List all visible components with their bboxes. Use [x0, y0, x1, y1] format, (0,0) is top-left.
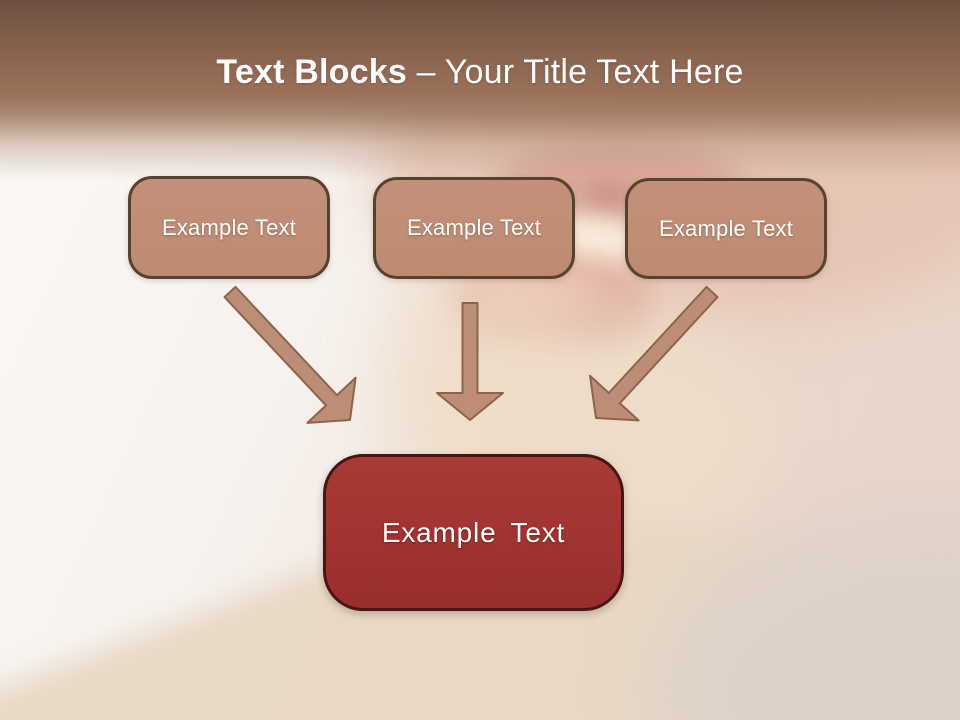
text-block-2[interactable]: Example Text — [373, 177, 575, 279]
result-block-label: Example Text — [381, 516, 566, 548]
arrow-down-icon[interactable] — [436, 302, 504, 421]
text-block-3-label: Example Text — [658, 215, 794, 241]
text-block-3[interactable]: Example Text — [625, 178, 827, 279]
arrow-down-left-icon[interactable] — [589, 285, 719, 422]
title-suffix: Your Title Text Here — [444, 53, 744, 91]
text-block-1[interactable]: Example Text — [128, 176, 330, 279]
slide-title[interactable]: Text Blocks – Your Title Text Here — [0, 52, 960, 92]
title-separator: – — [416, 53, 436, 91]
text-block-1-label: Example Text — [161, 214, 297, 240]
text-block-2-label: Example Text — [406, 215, 542, 240]
arrow-down-right-icon[interactable] — [223, 285, 357, 424]
title-prefix: Text Blocks — [216, 53, 407, 91]
result-block[interactable]: Example Text — [323, 454, 624, 611]
